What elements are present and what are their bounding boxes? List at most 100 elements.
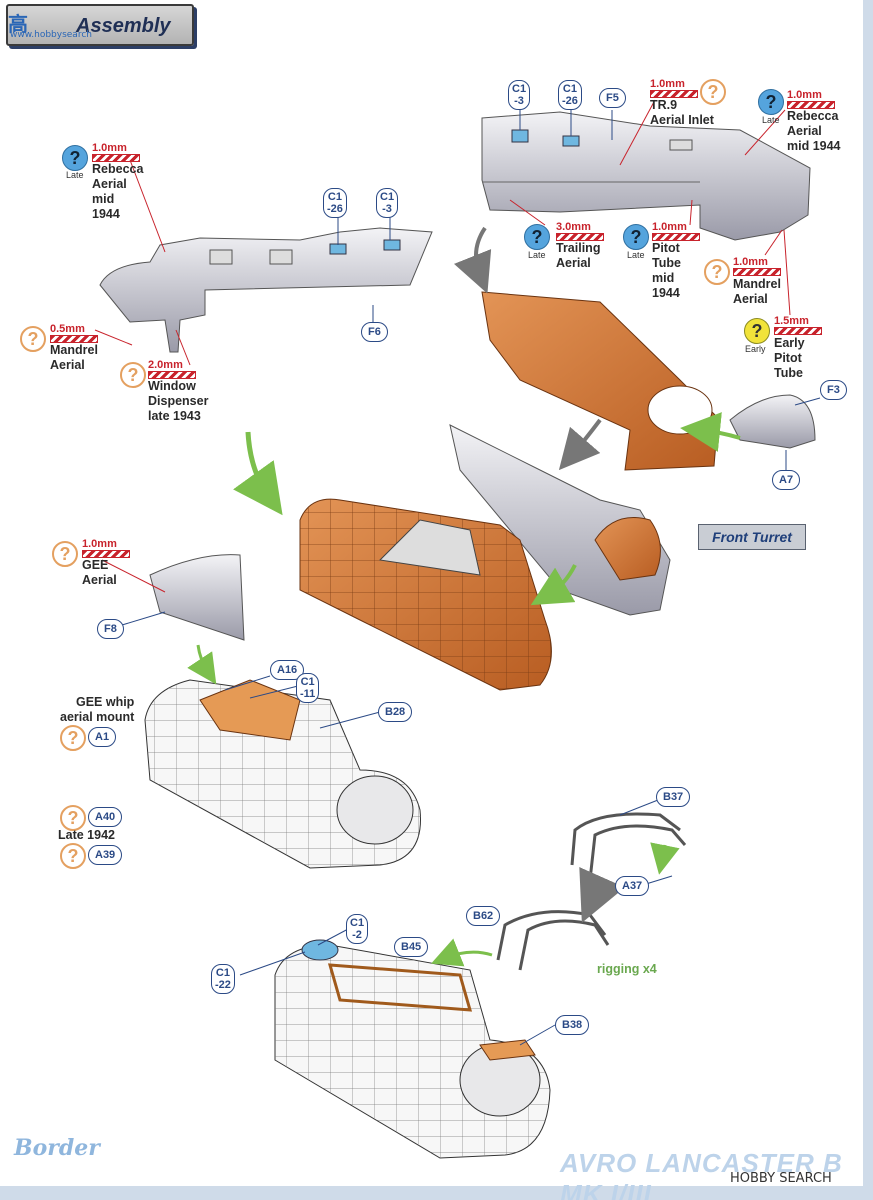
page-frame-bottom — [0, 1186, 873, 1200]
arrow-green-3 — [530, 564, 577, 606]
arrow-green-2 — [680, 412, 741, 452]
dim-tr9: 1.0mm — [650, 78, 685, 90]
arrow-green-1 — [233, 431, 283, 516]
nose-cone-f3 — [729, 394, 816, 449]
arrow-green-6 — [431, 938, 493, 967]
part-callout-c1-11: C1 -11 — [296, 673, 320, 703]
canopy-frame-b37 — [570, 812, 687, 881]
info-optional-badge: ? — [120, 362, 146, 388]
late-sub-label: Late — [762, 115, 780, 125]
dim-rebecca-left: 1.0mm — [92, 142, 127, 154]
framed-fuselage-2 — [274, 939, 551, 1159]
panel-f8 — [149, 554, 245, 641]
part-callout-a1: A1 — [88, 727, 117, 747]
rigging-label: rigging x4 — [597, 962, 657, 976]
dim-stripe — [50, 335, 98, 343]
arrow-green-4 — [187, 644, 217, 685]
fuselage-half-left-f6 — [99, 227, 433, 353]
part-callout-f6: F6 — [361, 322, 388, 342]
watermark-url: www.hobbysearch — [10, 30, 92, 40]
label-mandrel-left: Mandrel Aerial — [50, 343, 98, 372]
dim-gee: 1.0mm — [82, 538, 117, 550]
section-title-tab: Assembly — [6, 4, 194, 46]
arrow-grey-2 — [558, 418, 602, 471]
info-late-badge-left: ? — [62, 145, 88, 171]
info-late-badge-pitot: ? — [623, 224, 649, 250]
label-mandrel-right: Mandrel Aerial — [733, 277, 781, 306]
info-optional-badge: ? — [60, 805, 86, 831]
fuselage-mid-grey — [449, 424, 671, 616]
info-optional-badge: ? — [700, 79, 726, 105]
arrow-green-5 — [650, 842, 680, 875]
kit-title: AVRO LANCASTER B MK I/III — [560, 1148, 843, 1200]
dim-trailing: 3.0mm — [556, 221, 591, 233]
leader-lines-blue — [121, 106, 821, 1046]
part-callout-a40: A40 — [88, 807, 123, 827]
watermark-logo: 高 — [8, 12, 28, 36]
part-callout-f5: F5 — [599, 88, 626, 108]
late-sub-label: Late — [627, 250, 645, 260]
dim-stripe — [556, 233, 604, 241]
label-window-dispenser: Window Dispenser late 1943 — [148, 379, 209, 423]
info-late-badge-trailing: ? — [524, 224, 550, 250]
canopy-frame-b62 — [496, 910, 610, 971]
info-late-badge-right: ? — [758, 89, 784, 115]
part-callout-c1-26: C1 -26 — [323, 188, 347, 218]
part-callout-b37: B37 — [656, 787, 691, 807]
cockpit-section-orange — [299, 498, 552, 691]
front-turret-label: Front Turret — [712, 529, 792, 545]
fuselage-half-right-f5 — [481, 111, 811, 241]
dim-stripe — [650, 90, 698, 98]
part-callout-f3: F3 — [820, 380, 847, 400]
label-rebecca-right: Rebecca Aerial mid 1944 — [787, 109, 841, 153]
info-optional-badge: ? — [20, 326, 46, 352]
front-turret-label-box: Front Turret — [698, 524, 806, 550]
hobby-search-brand: HOBBY SEARCH — [730, 1171, 832, 1186]
late-sub-label: Late — [528, 250, 546, 260]
dim-mandrel-right: 1.0mm — [733, 256, 768, 268]
dim-mandrel-left: 0.5mm — [50, 323, 85, 335]
label-pitot-early: Early Pitot Tube — [774, 336, 805, 380]
label-late-1942: Late 1942 — [58, 828, 115, 842]
part-callout-a37: A37 — [615, 876, 650, 896]
part-callout-c1-3: C1 -3 — [376, 188, 399, 218]
dim-window: 2.0mm — [148, 359, 183, 371]
dim-stripe — [652, 233, 700, 241]
info-optional-badge: ? — [60, 725, 86, 751]
part-callout-c1-2: C1 -2 — [346, 914, 369, 944]
part-callout-b45: B45 — [394, 937, 429, 957]
info-optional-badge: ? — [60, 843, 86, 869]
dim-stripe — [92, 154, 140, 162]
arrow-dark-down — [579, 867, 625, 923]
info-optional-badge: ? — [704, 259, 730, 285]
page-frame-right — [863, 0, 873, 1200]
dim-pitot-late: 1.0mm — [652, 221, 687, 233]
part-callout-b28: B28 — [378, 702, 413, 722]
part-callout-c1-3: C1 -3 — [508, 80, 531, 110]
framed-fuselage-1 — [144, 679, 421, 869]
leader-lines-red — [94, 99, 791, 593]
inner-fuselage-orange — [481, 291, 719, 471]
label-gee-aerial: GEE Aerial — [82, 558, 117, 587]
dim-rebecca-right: 1.0mm — [787, 89, 822, 101]
label-tr9: TR.9 Aerial Inlet — [650, 98, 714, 127]
dim-stripe — [787, 101, 835, 109]
part-callout-c1-22: C1 -22 — [211, 964, 235, 994]
arrow-grey-1 — [454, 226, 492, 294]
dim-stripe — [733, 268, 781, 276]
dim-pitot-early: 1.5mm — [774, 315, 809, 327]
early-sub-label: Early — [745, 344, 766, 354]
part-callout-a16: A16 — [270, 660, 305, 680]
part-callout-b38: B38 — [555, 1015, 590, 1035]
part-callout-c1-26: C1 -26 — [558, 80, 582, 110]
label-pitot-late: Pitot Tube mid 1944 — [652, 241, 681, 300]
dim-stripe — [148, 371, 196, 379]
label-gee-whip: GEE whip aerial mount — [60, 695, 135, 724]
part-callout-a7: A7 — [772, 470, 801, 490]
section-title: Assembly — [76, 15, 171, 37]
part-callout-f8: F8 — [97, 619, 124, 639]
border-logo: Border — [14, 1135, 100, 1161]
part-callout-b62: B62 — [466, 906, 501, 926]
